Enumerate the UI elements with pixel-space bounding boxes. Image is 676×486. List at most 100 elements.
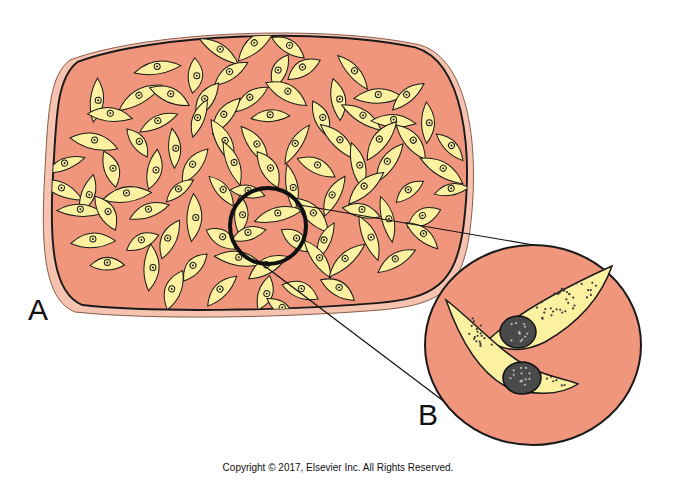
spindle-cell bbox=[219, 139, 247, 187]
cell-nucleus bbox=[218, 233, 226, 241]
spindle-cell bbox=[143, 244, 160, 292]
nucleus-dot bbox=[377, 94, 379, 96]
cell-nucleus bbox=[167, 90, 175, 98]
cell-nucleus bbox=[263, 290, 271, 298]
spindle-cell bbox=[158, 267, 188, 312]
cell-nucleus bbox=[168, 285, 176, 293]
nucleus-dot bbox=[219, 288, 222, 291]
nucleus-dot bbox=[238, 256, 240, 258]
cell-nucleus bbox=[152, 166, 159, 173]
spindle-cell bbox=[127, 197, 171, 224]
cell-body bbox=[252, 147, 287, 191]
nucleus-dot bbox=[295, 237, 298, 240]
spindle-cell bbox=[148, 80, 193, 111]
nucleus-dot bbox=[233, 161, 236, 164]
cell-nucleus bbox=[320, 236, 328, 244]
nucleus-dot bbox=[63, 162, 66, 165]
nucleus-dot bbox=[442, 167, 445, 170]
nucleus-dot bbox=[421, 214, 424, 217]
nucleus-dot bbox=[428, 122, 430, 124]
cell-nucleus bbox=[360, 182, 368, 190]
cell-body bbox=[90, 191, 124, 233]
nucleus-dot bbox=[253, 41, 256, 44]
cell-body bbox=[324, 238, 368, 280]
speckle bbox=[590, 289, 592, 291]
speckle bbox=[581, 283, 583, 285]
speckle bbox=[561, 311, 563, 313]
speckle bbox=[524, 326, 526, 328]
cell-nucleus bbox=[298, 63, 306, 71]
spindle-cell bbox=[318, 272, 359, 305]
nucleus-dot bbox=[394, 257, 397, 260]
magnified-view bbox=[425, 245, 641, 445]
speckle bbox=[555, 308, 557, 310]
nucleus-dot bbox=[422, 232, 425, 235]
nucleus-dot bbox=[93, 139, 95, 141]
nucleus-dot bbox=[242, 214, 244, 216]
speckle bbox=[513, 374, 515, 376]
cell-nucleus bbox=[220, 110, 228, 118]
cell-nucleus bbox=[150, 264, 156, 270]
cell-nucleus bbox=[61, 159, 69, 167]
spindle-cell bbox=[403, 217, 443, 253]
nucleus-dot bbox=[359, 164, 361, 166]
cell-nucleus bbox=[356, 162, 363, 169]
nucleus-dot bbox=[147, 208, 150, 211]
cell-nucleus bbox=[409, 136, 417, 144]
cell-nucleus bbox=[375, 135, 383, 143]
cell-nucleus bbox=[336, 136, 344, 144]
nucleus-dot bbox=[92, 238, 94, 240]
speckle bbox=[544, 308, 546, 310]
nucleus-dot bbox=[106, 262, 108, 264]
cell-nucleus bbox=[85, 191, 93, 199]
nucleus-dot bbox=[353, 69, 356, 72]
speckle bbox=[524, 384, 526, 386]
cell-nucleus bbox=[447, 141, 455, 149]
cell-nucleus bbox=[137, 236, 145, 244]
cell-nucleus bbox=[189, 261, 197, 269]
speckle bbox=[561, 288, 563, 290]
cell-nucleus bbox=[328, 191, 336, 199]
spindle-cell bbox=[250, 109, 290, 123]
speckle bbox=[555, 379, 557, 381]
nucleus-dot bbox=[256, 143, 259, 146]
spindle-cell bbox=[324, 238, 368, 280]
speckle bbox=[468, 333, 470, 335]
speckle bbox=[476, 328, 478, 330]
nucleus-dot bbox=[393, 118, 395, 120]
speckle bbox=[510, 339, 512, 341]
cell-body bbox=[197, 32, 243, 68]
spindle-cell bbox=[197, 32, 243, 68]
cell-nucleus bbox=[267, 111, 273, 117]
cell-body bbox=[374, 243, 418, 277]
cell-body bbox=[202, 270, 241, 309]
cell-nucleus bbox=[173, 145, 179, 151]
nucleus-dot bbox=[175, 147, 177, 149]
cell-body bbox=[229, 182, 266, 200]
speckle bbox=[472, 317, 474, 319]
cell-body bbox=[186, 193, 203, 242]
spindle-cell bbox=[229, 182, 266, 200]
speckle bbox=[590, 294, 592, 296]
spindle-cell bbox=[87, 105, 133, 123]
cell-nucleus bbox=[503, 362, 541, 394]
speckle bbox=[550, 376, 552, 378]
speckle bbox=[509, 377, 511, 379]
cell-body bbox=[127, 197, 171, 224]
tissue-body bbox=[52, 36, 467, 310]
nucleus-dot bbox=[109, 112, 111, 114]
nucleus-dot bbox=[97, 99, 99, 101]
cell-nucleus bbox=[230, 159, 238, 167]
spindle-cell bbox=[36, 173, 86, 205]
cell-body bbox=[219, 139, 247, 187]
magnified-cell bbox=[488, 266, 612, 349]
cell-nucleus bbox=[154, 117, 162, 125]
cell-nucleus bbox=[246, 93, 254, 101]
nucleus-dot bbox=[222, 113, 225, 116]
speckle bbox=[567, 302, 569, 304]
cell-nucleus bbox=[290, 184, 297, 191]
nucleus-dot bbox=[247, 231, 250, 234]
cell-nucleus bbox=[367, 233, 375, 241]
spindle-cell bbox=[186, 97, 211, 139]
